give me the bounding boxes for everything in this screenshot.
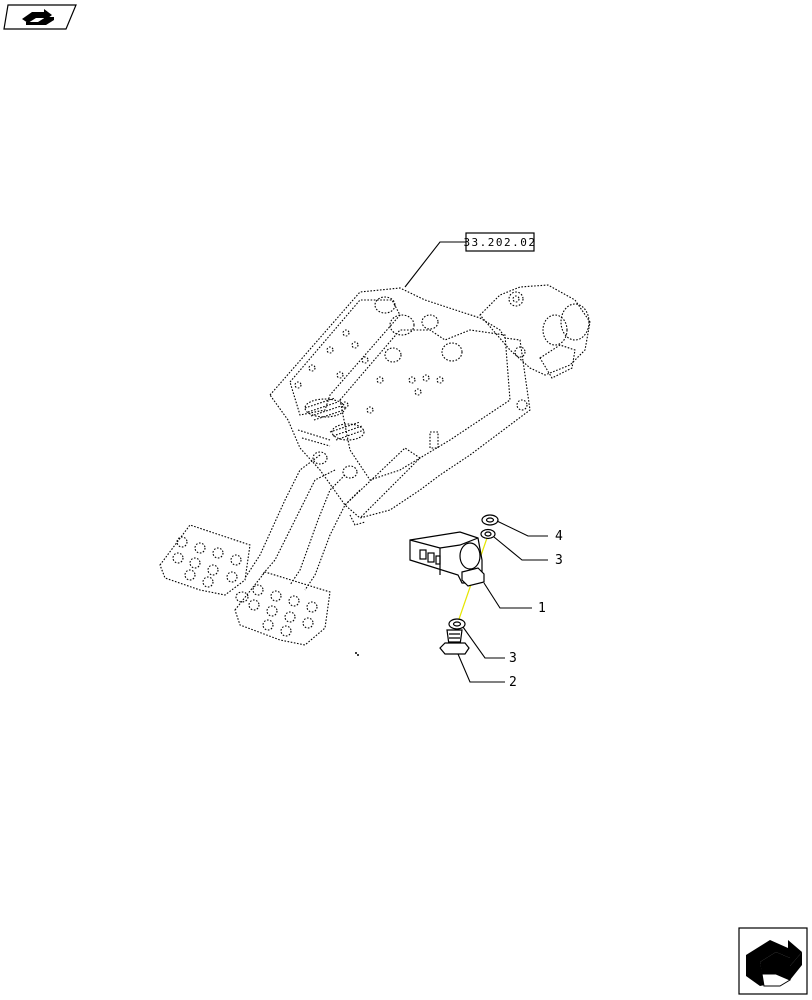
- leader-1: [483, 582, 532, 609]
- switch-item-1[interactable]: [409, 531, 485, 587]
- callout-4: 4: [555, 529, 563, 544]
- exploded-parts: 4 3 1 3 2: [409, 514, 563, 690]
- reference-box[interactable]: 33.202.02: [463, 232, 536, 252]
- reference-text: 33.202.02: [463, 236, 536, 249]
- callout-1: 1: [538, 601, 546, 616]
- part-icon[interactable]: [3, 4, 77, 30]
- leader-3b: [462, 626, 505, 659]
- washer-item-3-upper[interactable]: [480, 528, 496, 540]
- leader-4: [496, 520, 548, 537]
- leader-3a: [493, 536, 548, 561]
- callout-3b: 3: [509, 651, 517, 666]
- reference-leader: [404, 241, 466, 288]
- callout-3a: 3: [555, 553, 563, 568]
- callout-2: 2: [509, 675, 517, 690]
- washer-item-4[interactable]: [481, 514, 499, 526]
- leader-2: [457, 653, 505, 683]
- pedal-assembly: [159, 284, 591, 656]
- next-page-arrow-icon[interactable]: [738, 927, 808, 995]
- bolt-item-2[interactable]: [439, 629, 470, 655]
- washer-item-3-lower[interactable]: [448, 618, 466, 630]
